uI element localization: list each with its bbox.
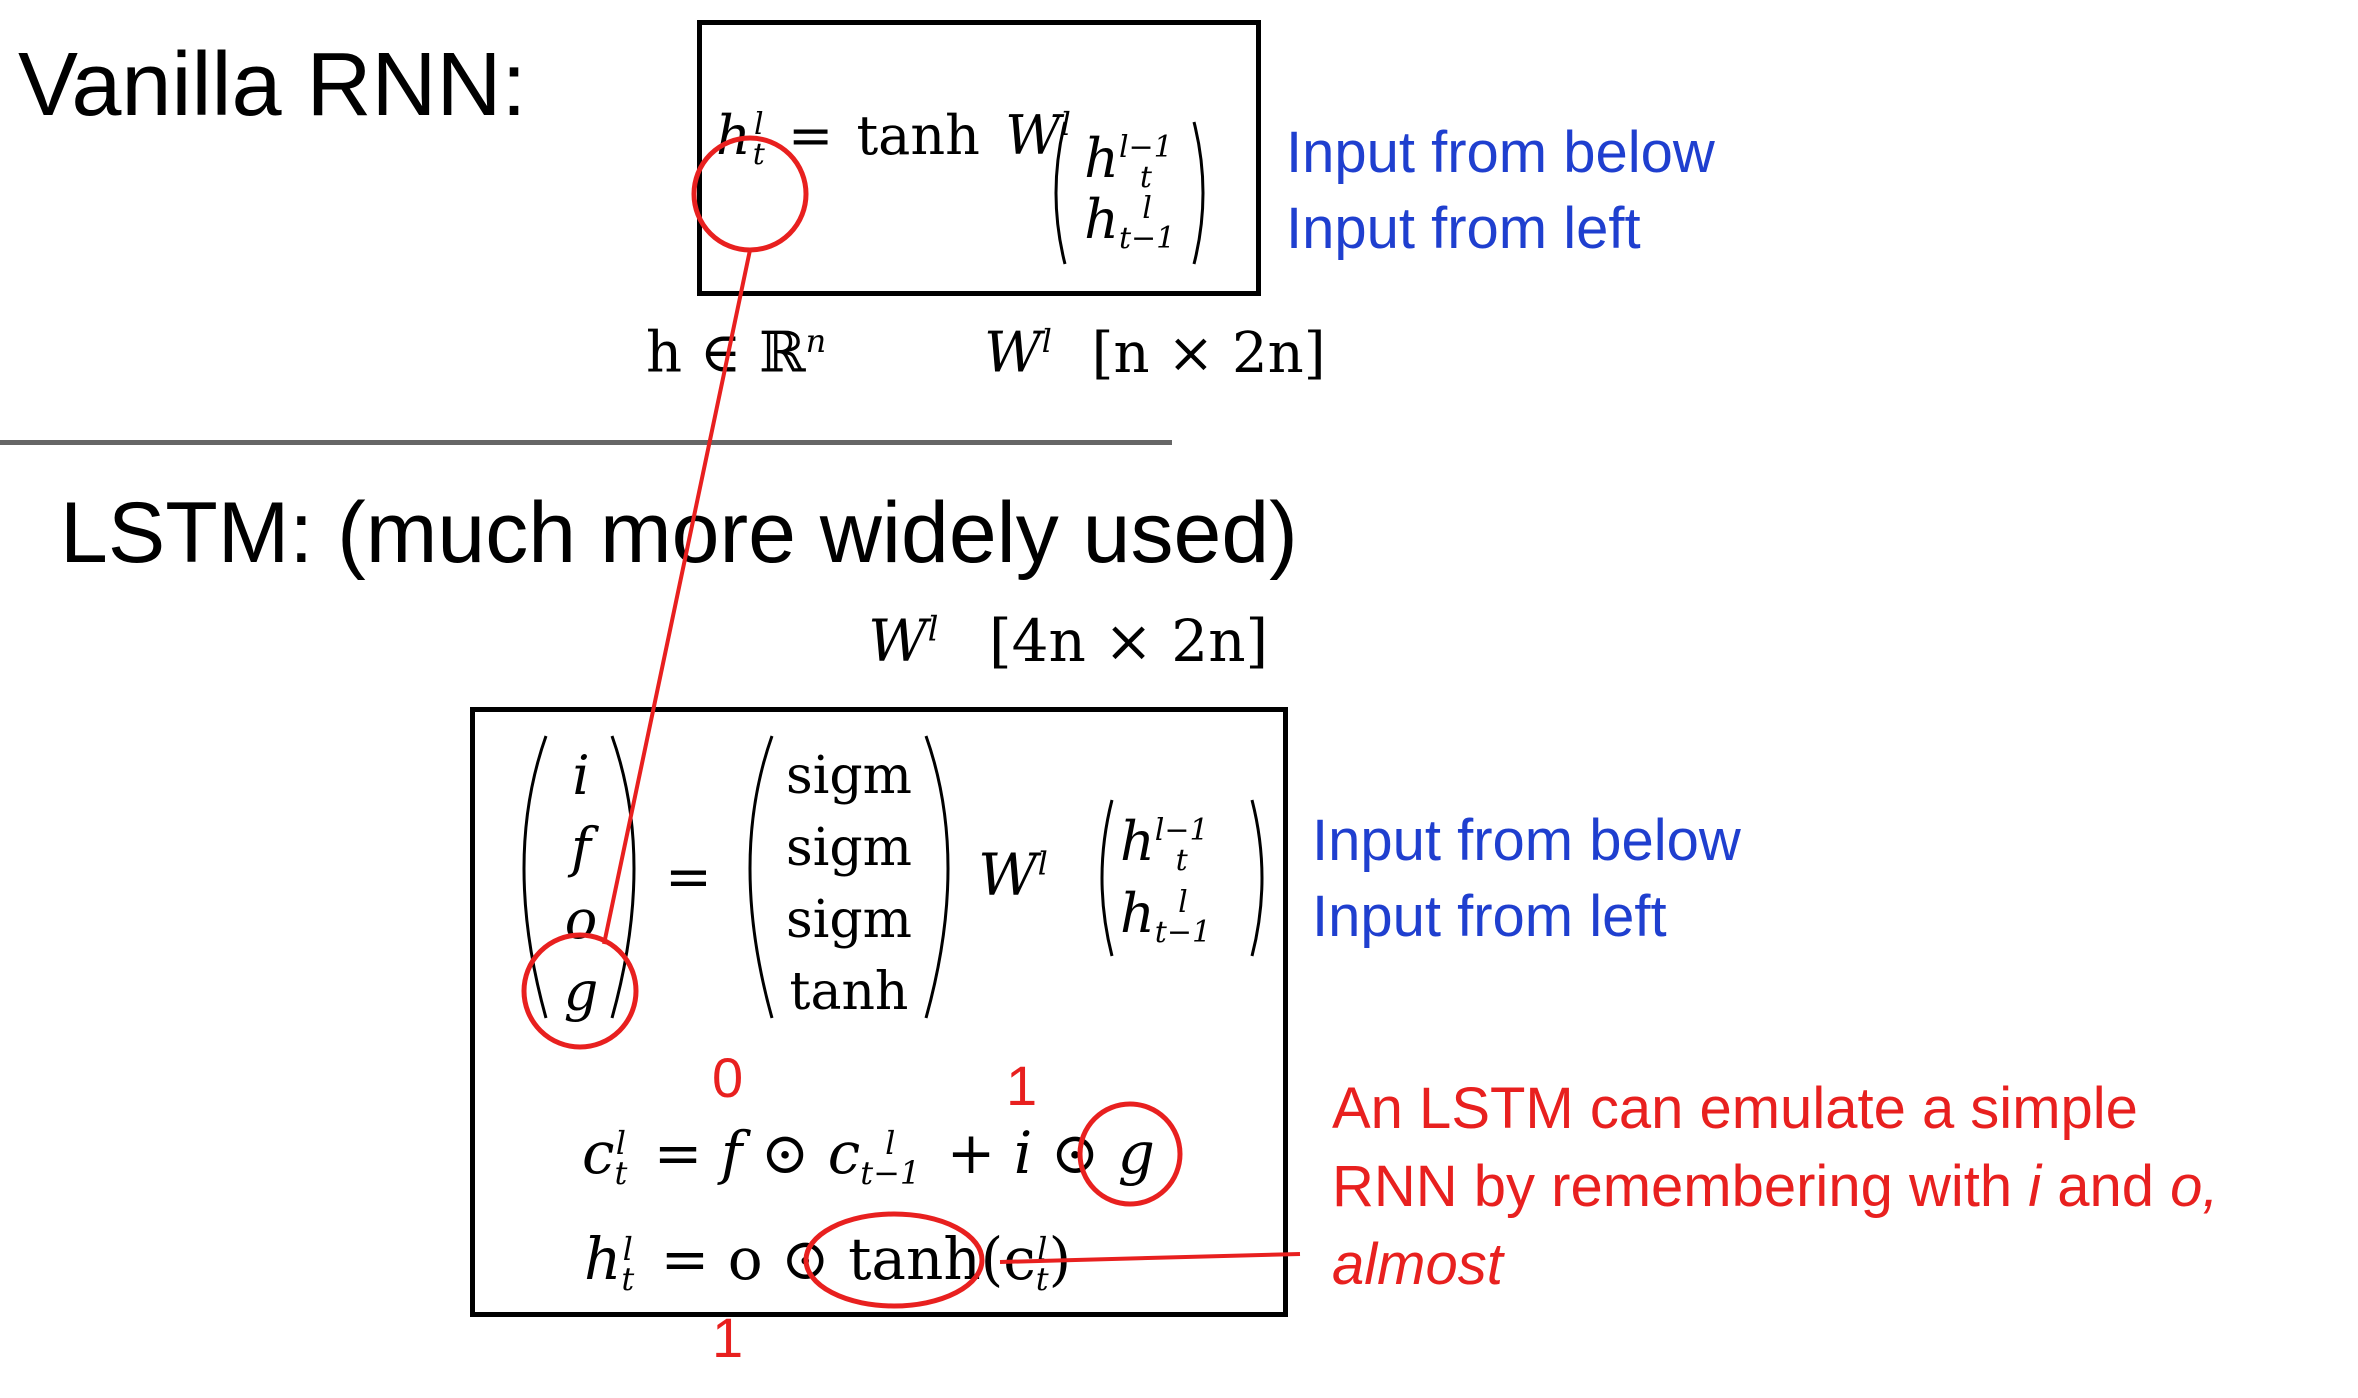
vanilla-rnn-heading: Vanilla RNN:: [18, 35, 527, 135]
lstm-heading: LSTM: (much more widely used): [60, 485, 1298, 581]
vanilla-label-input-left: Input from left: [1286, 196, 1641, 261]
gate-o: o: [564, 888, 598, 951]
lstm-W: Wl: [978, 841, 1048, 909]
forget-gate-value: 0: [712, 1046, 744, 1109]
lstm-gate-vector: i f o g: [556, 740, 606, 1028]
lstm-label-input-left: Input from left: [1312, 884, 1667, 949]
input-gate-value: 1: [1006, 1054, 1038, 1117]
activation-sigm-o: sigm: [786, 890, 912, 950]
gate-f: f: [571, 816, 591, 879]
lstm-emulation-note: An LSTM can emulate a simple RNN by reme…: [1332, 1076, 2219, 1297]
lstm-equals: =: [665, 845, 712, 910]
lstm-label-input-below: Input from below: [1312, 808, 1741, 873]
lstm-equation-box: [470, 707, 1288, 1317]
vanilla-dim-h: h ∈ ℝn: [646, 320, 827, 386]
output-gate-value: 1: [712, 1306, 744, 1369]
activation-tanh-g: tanh: [789, 962, 909, 1022]
gate-i: i: [572, 744, 590, 807]
vanilla-label-input-below: Input from below: [1286, 120, 1715, 185]
gate-g: g: [563, 960, 599, 1023]
lstm-activation-vector: sigm sigm sigm tanh: [776, 740, 922, 1028]
lstm-dim-W: Wl [4n × 2n]: [868, 607, 1269, 675]
section-divider: [0, 440, 1172, 445]
activation-sigm-i: sigm: [786, 746, 912, 806]
activation-sigm-f: sigm: [786, 818, 912, 878]
vanilla-dim-W: Wl [n × 2n]: [984, 320, 1326, 386]
